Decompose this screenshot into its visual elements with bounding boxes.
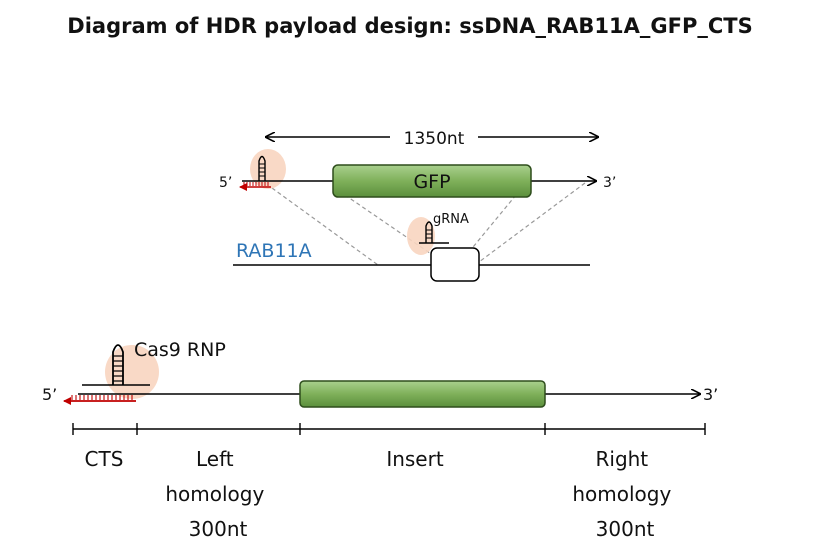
page-title: Diagram of HDR payload design: ssDNA_RAB… bbox=[67, 14, 753, 38]
segment-left-line-2: homology bbox=[165, 482, 264, 506]
grna-cas9-blob bbox=[407, 217, 435, 255]
three-prime-label-bottom: 3’ bbox=[703, 385, 718, 404]
segment-insert-label: Insert bbox=[386, 447, 444, 471]
grna-hairpin-icon bbox=[419, 221, 449, 244]
five-prime-label: 5’ bbox=[219, 175, 232, 191]
cas9-rnp-label: Cas9 RNP bbox=[134, 339, 226, 361]
segment-right-line-1: Right bbox=[595, 447, 648, 471]
segment-scale bbox=[72, 423, 706, 435]
gfp-label: GFP bbox=[413, 171, 450, 193]
cts-hairpin-icon-large bbox=[63, 344, 150, 405]
grna-label: gRNA bbox=[433, 212, 469, 227]
rab11a-exon-box bbox=[430, 247, 480, 282]
rab11a-label: RAB11A bbox=[236, 240, 312, 262]
insert-box bbox=[299, 380, 546, 408]
segment-cts-line-1: CTS bbox=[85, 447, 124, 471]
three-prime-label: 3’ bbox=[603, 175, 616, 191]
segment-left-line-3: 300nt bbox=[189, 517, 248, 541]
segment-left-homology-label: Left homology 300nt bbox=[165, 447, 270, 541]
segment-right-homology-label: Right homology 300nt bbox=[572, 447, 677, 541]
length-label: 1350nt bbox=[404, 129, 465, 149]
segment-cts-label: CTS bbox=[85, 447, 124, 471]
segment-right-line-3: 300nt bbox=[596, 517, 655, 541]
gfp-insert-box bbox=[332, 164, 532, 198]
five-prime-label-bottom: 5’ bbox=[42, 385, 57, 404]
segment-left-line-1: Left bbox=[196, 447, 234, 471]
segment-right-line-2: homology bbox=[572, 482, 671, 506]
segment-insert-line-1: Insert bbox=[386, 447, 444, 471]
cts-hairpin-icon bbox=[239, 155, 271, 191]
